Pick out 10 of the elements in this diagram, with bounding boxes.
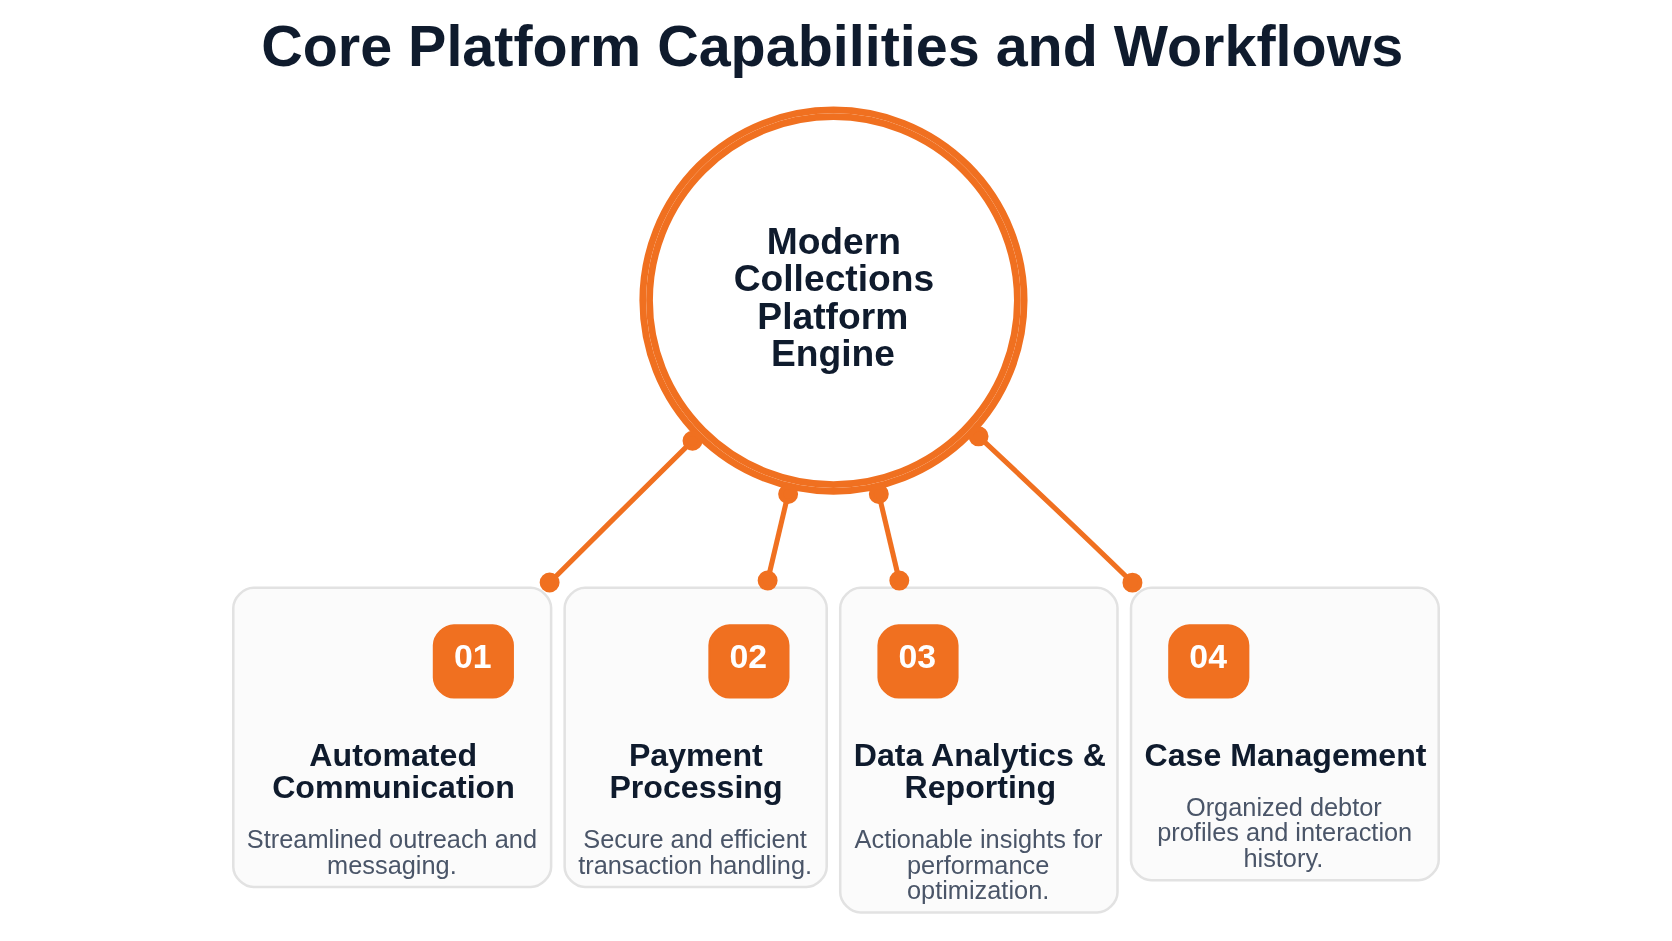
diagram-title: Core Platform Capabilities and Workflows — [261, 14, 1404, 79]
connector — [968, 426, 1143, 593]
node-box: 04 — [1168, 624, 1250, 699]
node-box: 02 — [708, 624, 790, 699]
connector — [757, 484, 799, 591]
connector — [539, 430, 703, 593]
node-circle: Modern Collections Platform Engine — [639, 106, 1028, 495]
node-box: 01 — [432, 624, 514, 699]
connector — [868, 484, 910, 591]
node-box: 03 — [877, 624, 959, 699]
